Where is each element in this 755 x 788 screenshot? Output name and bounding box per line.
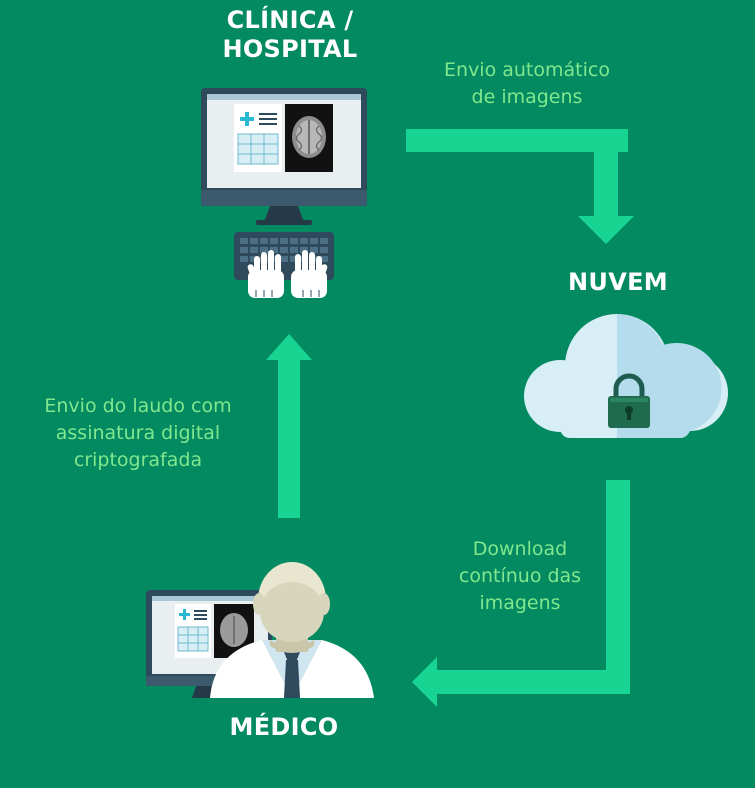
download-label-line1: Download [472, 538, 568, 560]
computer-workstation-icon [201, 88, 367, 298]
doctor-title: MÉDICO [229, 713, 339, 741]
arrow-doctor-to-clinic [266, 334, 312, 518]
report-label-line1: Envio do laudo com [44, 395, 232, 417]
clinic-title-line1: CLÍNICA / [226, 6, 354, 34]
download-label-line3: imagens [479, 592, 561, 614]
report-label-line2: assinatura digital [55, 422, 221, 444]
upload-label-line2: de imagens [471, 86, 583, 108]
download-label-line2: contínuo das [458, 565, 582, 587]
download-edge-label: Download contínuo das imagens [430, 536, 610, 617]
cloud-title: NUVEM [568, 268, 668, 296]
locked-cloud-icon [524, 314, 728, 438]
upload-edge-label: Envio automático de imagens [412, 57, 642, 111]
clinic-title-line2: HOSPITAL [222, 35, 358, 63]
arrow-clinic-to-cloud [406, 129, 634, 244]
clinic-title: CLÍNICA / HOSPITAL [190, 6, 390, 64]
doctor-at-computer-icon [146, 562, 374, 698]
upload-label-line1: Envio automático [444, 59, 610, 81]
arrow-cloud-to-doctor [412, 480, 630, 707]
report-edge-label: Envio do laudo com assinatura digital cr… [18, 393, 258, 474]
report-label-line3: criptografada [73, 449, 203, 471]
